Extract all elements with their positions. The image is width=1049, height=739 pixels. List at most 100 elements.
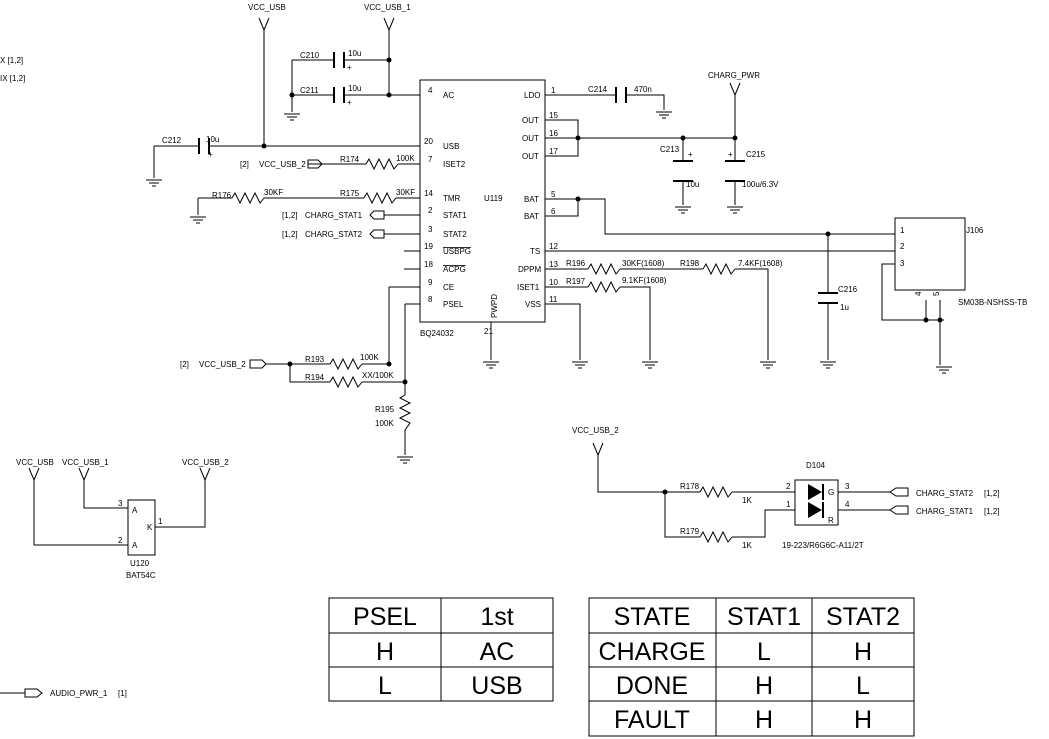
c210-plus: + <box>347 63 352 72</box>
psel-cell: USB <box>471 672 522 700</box>
r198-ref: R198 <box>680 259 700 268</box>
r198-value: 7.4KF(1608) <box>738 259 783 268</box>
net-vcc-usb-2-led: VCC_USB_2 <box>572 426 619 435</box>
j106-pin-5: 5 <box>932 291 941 296</box>
pinnum-8: 8 <box>428 295 433 304</box>
pin-ac: AC <box>443 91 454 100</box>
r175-value: 30KF <box>396 188 415 197</box>
pin-ldo: LDO <box>524 91 540 100</box>
d104-ref: D104 <box>806 461 826 470</box>
pinnum-5: 5 <box>551 190 556 199</box>
r194-ref: R194 <box>305 373 325 382</box>
pinnum-18: 18 <box>424 260 433 269</box>
pinnum-9: 9 <box>428 278 433 287</box>
state-cell: DONE <box>616 672 688 700</box>
r197-value: 9.1KF(1608) <box>622 276 667 285</box>
resistor-symbols <box>231 157 736 544</box>
net-vcc-usb-2-lower: VCC_USB_2 <box>199 360 246 369</box>
pinnum-6: 6 <box>551 207 556 216</box>
j106-pin-3: 3 <box>900 259 905 268</box>
u120-pin-a-2: A <box>132 541 138 550</box>
c216-value: 1u <box>840 303 849 312</box>
net-vcc-usb-u120: VCC_USB <box>16 458 54 467</box>
pinnum-13: 13 <box>549 260 558 269</box>
ref-iset2: [2] <box>240 160 249 169</box>
net-charg-stat2-left: CHARG_STAT2 <box>305 230 363 239</box>
c215-plus: + <box>728 150 733 159</box>
ref-stat2: [1,2] <box>282 230 298 239</box>
r193-value: 100K <box>360 353 379 362</box>
pin-usb: USB <box>443 142 459 151</box>
psel-table <box>328 597 554 702</box>
pinnum-12: 12 <box>549 242 558 251</box>
psel-cell: L <box>378 672 392 700</box>
u120-pin-a-1: A <box>132 506 138 515</box>
state-header-0: STATE <box>614 603 691 631</box>
c211-ref: C211 <box>300 86 319 95</box>
state-header-2: STAT2 <box>826 603 900 631</box>
fragment-x: X [1,2] <box>0 56 23 65</box>
r193-ref: R193 <box>305 355 325 364</box>
pin-iset2: ISET2 <box>443 160 466 169</box>
pin-ce: CE <box>443 283 454 292</box>
state-cell: H <box>755 672 773 700</box>
j106-pin-4: 4 <box>914 291 923 296</box>
d104-pin-r: R <box>828 516 834 525</box>
labels: VCC_USB VCC_USB_1 X [1,2] IX [1,2] C210 … <box>0 3 1027 698</box>
r178-value: 1K <box>742 496 752 505</box>
r175-ref: R175 <box>340 189 360 198</box>
connector-j106-body <box>894 217 966 291</box>
r174-ref: R174 <box>340 155 360 164</box>
pinnum-2: 2 <box>428 206 433 215</box>
j106-pin-1: 1 <box>900 226 905 235</box>
c215-ref: C215 <box>746 150 766 159</box>
pinnum-14: 14 <box>424 189 433 198</box>
state-table-text: STATE STAT1 STAT2 CHARGE L H DONE H L FA… <box>599 603 901 734</box>
r174-value: 100K <box>396 154 415 163</box>
net-vcc-usb-1: VCC_USB_1 <box>364 3 411 12</box>
ic-u119-body <box>419 79 546 323</box>
pin-usbpg: USBPG <box>443 247 471 256</box>
ic-part: BQ24032 <box>420 329 454 338</box>
net-audio-pwr: AUDIO_PWR_1 <box>50 689 108 698</box>
state-cell: FAULT <box>614 706 690 734</box>
psel-header-0: PSEL <box>353 603 417 631</box>
state-cell: L <box>757 638 771 666</box>
c216-ref: C216 <box>838 285 858 294</box>
r195-ref: R195 <box>375 405 395 414</box>
pin-stat2: STAT2 <box>443 230 467 239</box>
pinnum-19: 19 <box>424 242 433 251</box>
pin-dppm: DPPM <box>518 265 541 274</box>
junctions <box>261 57 943 495</box>
c214-value: 470n <box>634 85 652 94</box>
c213-plus: + <box>688 150 693 159</box>
pin-out-15: OUT <box>522 116 539 125</box>
net-vcc-usb-2-iset2: VCC_USB_2 <box>259 160 306 169</box>
led-d104-symbol <box>794 479 839 526</box>
pin-out-16: OUT <box>522 134 539 143</box>
u120-part: BAT54C <box>126 571 156 580</box>
offsheet-connectors <box>24 159 909 698</box>
wires <box>0 30 944 694</box>
r176-value: 30KF <box>264 188 283 197</box>
c212-plus: + <box>208 150 213 159</box>
ref-vcc-usb-2-lower: [2] <box>180 360 189 369</box>
d104-pin-3: 3 <box>845 482 850 491</box>
capacitor-symbols <box>198 52 838 304</box>
j106-pin-2: 2 <box>900 242 905 251</box>
d104-pin-4: 4 <box>845 500 850 509</box>
pinnum-15: 15 <box>549 111 558 120</box>
r178-ref: R178 <box>680 482 700 491</box>
state-cell: H <box>755 706 773 734</box>
net-charg-stat2-right: CHARG_STAT2 <box>916 489 974 498</box>
psel-cell: AC <box>480 638 515 666</box>
r179-value: 1K <box>742 541 752 550</box>
j106-ref: J106 <box>966 226 984 235</box>
psel-cell: H <box>376 638 394 666</box>
pinnum-1: 1 <box>551 86 556 95</box>
c215-value: 100u/6.3V <box>742 180 779 189</box>
net-vcc-usb: VCC_USB <box>248 3 286 12</box>
u120-pin-2: 2 <box>118 536 123 545</box>
psel-table-text: PSEL 1st H AC L USB <box>353 603 523 700</box>
state-cell: L <box>856 672 870 700</box>
